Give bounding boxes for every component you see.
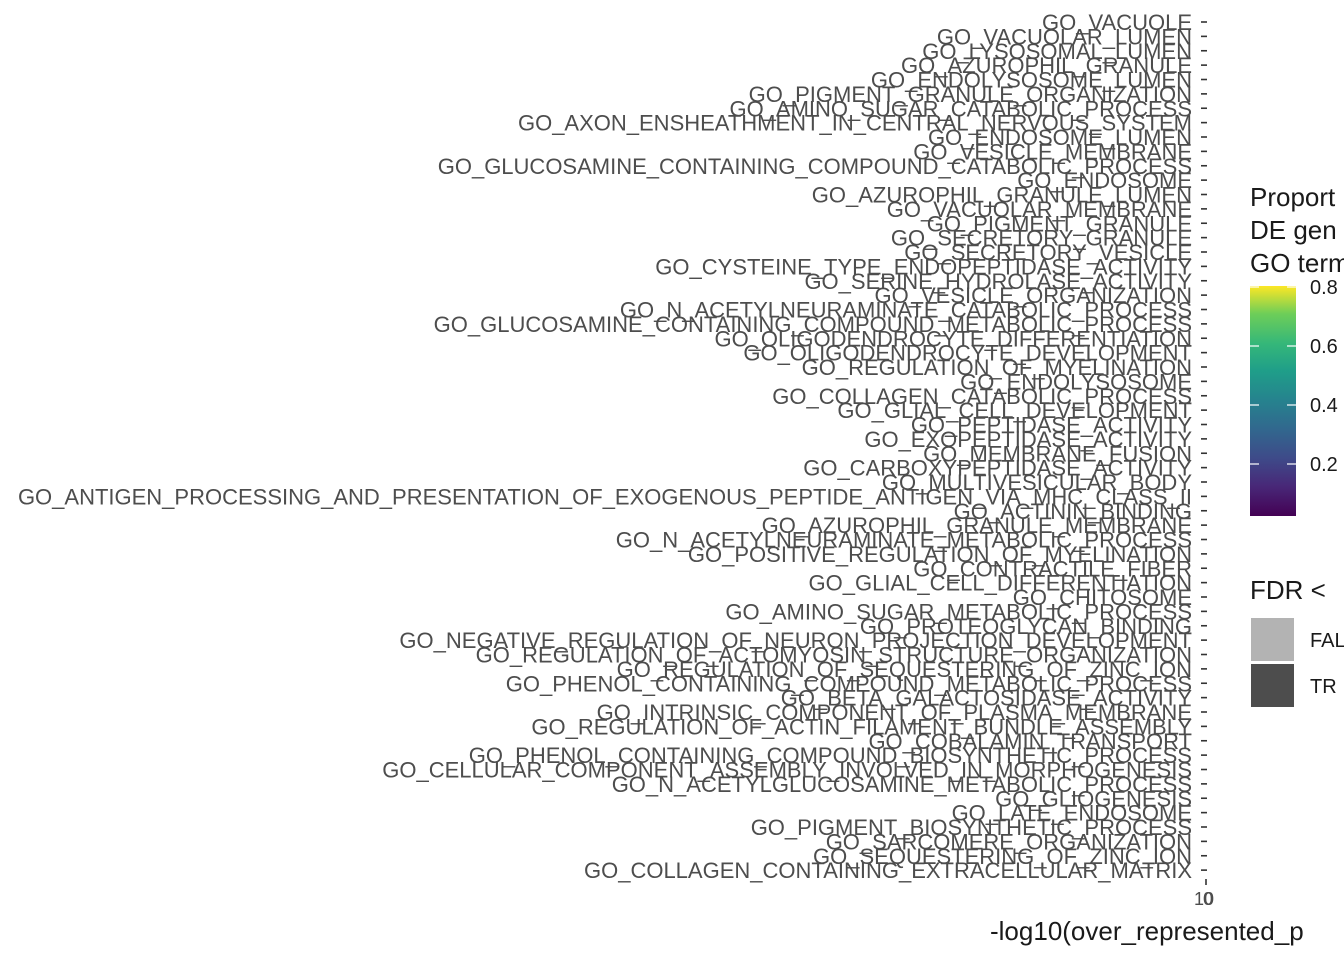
category-label: GO_N_ACETYLGLUCOSAMINE_METABOLIC_PROCESS [612,772,1192,797]
category-label: GO_OLIGODENDROCYTE_DIFFERENTIATION [714,326,1192,351]
colorbar-label: 0.6 [1310,336,1338,358]
category-label: GO_AZUROPHIL_GRANULE_MEMBRANE [762,513,1192,538]
category-label: GO_AMINO_SUGAR_CATABOLIC_PROCESS [729,96,1192,121]
category-label: GO_ACTININ_BINDING [954,499,1192,524]
category-label: GO_SECRETORY_VESICLE [904,240,1192,265]
category-label: GO_REGULATION_OF_SEQUESTERING_OF_ZINC_IO… [617,657,1192,682]
category-label: GO_VACUOLAR_MEMBRANE [887,197,1192,222]
category-label: GO_VACUOLAR_LUMEN [937,24,1192,49]
category-label: GO_N_ACETYLNEURAMINATE_CATABOLIC_PROCESS [620,298,1192,323]
category-label: GO_PIGMENT_BIOSYNTHETIC_PROCESS [751,815,1192,840]
fdr-legend-key [1251,618,1294,661]
category-label: GO_COLLAGEN_CATABOLIC_PROCESS [772,384,1192,409]
fdr-legend-key [1251,664,1294,707]
category-label: GO_PHENOL_CONTAINING_COMPOUND_BIOSYNTHET… [469,743,1192,768]
colorbar-label: 0.8 [1310,277,1338,299]
color-legend-title: Proport [1250,182,1336,212]
x-axis: 100 -log10(over_represented_p [990,879,1304,946]
category-label: GO_LYSOSOMAL_LUMEN [922,39,1192,64]
category-label: GO_AXON_ENSHEATHMENT_IN_CENTRAL_NERVOUS_… [518,111,1192,136]
category-label: GO_AZUROPHIL_GRANULE_LUMEN [812,183,1192,208]
category-label: GO_GLUCOSAMINE_CONTAINING_COMPOUND_CATAB… [438,154,1192,179]
category-label: GO_SECRETORY_GRANULE [891,226,1192,251]
x-tick-label: 0 [1203,889,1213,909]
category-label: GO_NEGATIVE_REGULATION_OF_NEURON_PROJECT… [399,628,1192,653]
category-label: GO_CYSTEINE_TYPE_ENDOPEPTIDASE_ACTIVITY [655,254,1192,279]
category-label: GO_INTRINSIC_COMPONENT_OF_PLASMA_MEMBRAN… [597,700,1192,725]
color-legend-title: DE gen [1250,215,1337,245]
category-label: GO_GLUCOSAMINE_CONTAINING_COMPOUND_METAB… [434,312,1192,337]
category-label: GO_SERINE_HYDROLASE_ACTIVITY [804,269,1192,294]
x-tick-label: 10 [1194,889,1214,909]
category-label: GO_PEPTIDASE_ACTIVITY [911,413,1193,438]
category-label: GO_BETA_GALACTOSIDASE_ACTIVITY [781,686,1193,711]
fdr-legend-title: FDR < [1250,575,1326,605]
category-label: GO_ENDOLYSOSOME_LUMEN [871,68,1192,93]
category-label: GO_GLIOGENESIS [995,786,1192,811]
category-label: GO_ENDOLYSOSOME [960,369,1192,394]
category-label: GO_PIGMENT_GRANULE [927,211,1192,236]
category-label: GO_VACUOLE [1042,10,1192,35]
fdr-legend: FDR < FAL TR [1250,575,1344,707]
colorbar-label: 0.2 [1310,454,1338,476]
category-label: GO_SEQUESTERING_OF_ZINC_ION [813,844,1192,869]
x-axis-title: -log10(over_represented_p [990,916,1304,946]
category-label: GO_ENDOSOME [1017,168,1192,193]
category-label: GO_GLIAL_CELL_DIFFERENTIATION [809,571,1192,596]
category-label: GO_CELLULAR_COMPONENT_ASSEMBLY_INVOLVED_… [382,758,1192,783]
category-label: GO_GLIAL_CELL_DEVELOPMENT [837,398,1192,423]
category-label: GO_AMINO_SUGAR_METABOLIC_PROCESS [725,599,1192,624]
category-label: GO_REGULATION_OF_MYELINATION [802,355,1192,380]
colorbar-label: 0.4 [1310,395,1338,417]
category-label: GO_CARBOXYPEPTIDASE_ACTIVITY [803,456,1192,481]
category-label: GO_MEMBRANE_FUSION [923,441,1192,466]
category-label: GO_VESICLE_MEMBRANE [913,139,1192,164]
category-label: GO_CHITOSOME [1013,585,1192,610]
category-label: GO_PROTEOGLYCAN_BINDING [860,614,1192,639]
category-label: GO_N_ACETYLNEURAMINATE_METABOLIC_PROCESS [616,528,1192,553]
category-label: GO_REGULATION_OF_ACTOMYOSIN_STRUCTURE_OR… [476,643,1192,668]
category-label: GO_CONTRACTILE_FIBER [913,556,1192,581]
category-label: GO_PIGMENT_GRANULE_ORGANIZATION [749,82,1192,107]
category-label: GO_MULTIVESICULAR_BODY [882,470,1192,495]
category-label: GO_VESICLE_ORGANIZATION [875,283,1192,308]
colorbar [1250,286,1296,516]
category-label: GO_OLIGODENDROCYTE_DEVELOPMENT [743,341,1192,366]
fdr-legend-label: TR [1310,676,1337,698]
category-label: GO_POSITIVE_REGULATION_OF_MYELINATION [688,542,1192,567]
category-label: GO_ANTIGEN_PROCESSING_AND_PRESENTATION_O… [18,484,1192,509]
category-label: GO_AZUROPHIL_GRANULE [901,53,1192,78]
category-label: GO_EXOPEPTIDASE_ACTIVITY [864,427,1192,452]
y-axis: GO_VACUOLEGO_VACUOLAR_LUMENGO_LYSOSOMAL_… [18,10,1207,883]
color-legend-title: GO term [1250,248,1344,278]
category-label: GO_PHENOL_CONTAINING_COMPOUND_METABOLIC_… [506,671,1192,696]
category-label: GO_REGULATION_OF_ACTIN_FILAMENT_BUNDLE_A… [531,714,1192,739]
category-label: GO_COLLAGEN_CONTAINING_EXTRACELLULAR_MAT… [584,858,1192,883]
category-label: GO_LATE_ENDOSOME [952,801,1192,826]
category-label: GO_SARCOMERE_ORGANIZATION [826,829,1192,854]
category-label: GO_ENDOSOME_LUMEN [928,125,1192,150]
fdr-legend-label: FAL [1310,630,1344,652]
category-label: GO_COBALAMIN_TRANSPORT [868,729,1192,754]
